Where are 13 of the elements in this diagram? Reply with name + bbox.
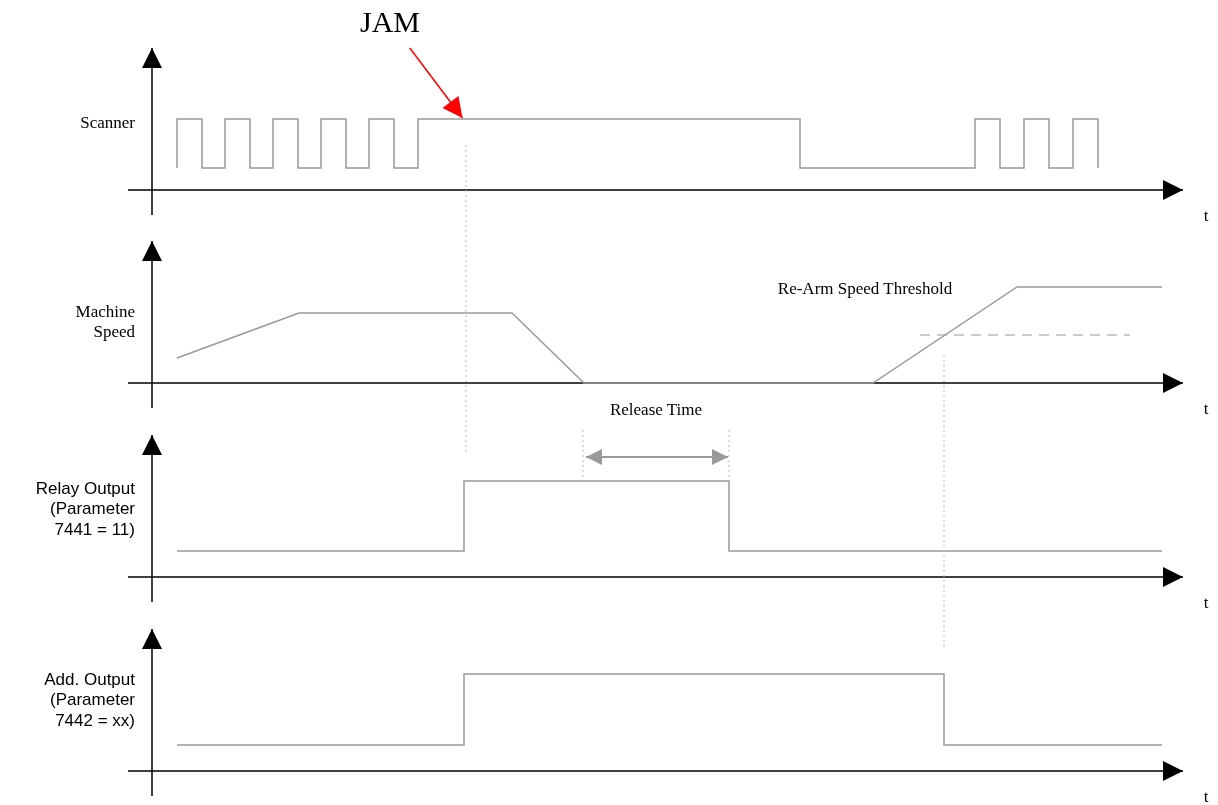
signal-label: Relay Output (Parameter 7441 = 11): [34, 479, 135, 541]
axis-label: t: [1202, 206, 1210, 227]
callout-text: JAM: [345, 4, 435, 40]
signal-label: Scanner: [79, 113, 135, 134]
threshold-label: Re-Arm Speed Threshold: [776, 279, 954, 300]
arrow: [409, 47, 464, 119]
axis-label: t: [1202, 787, 1210, 805]
signal-label: Machine Speed: [74, 302, 135, 343]
scanner-waveform: [176, 118, 1099, 169]
axis-label: t: [1202, 593, 1210, 614]
signal-label: Add. Output (Parameter 7442 = xx): [43, 670, 135, 732]
axis-label: t: [1202, 399, 1210, 420]
dimension-label: Release Time: [608, 400, 704, 421]
